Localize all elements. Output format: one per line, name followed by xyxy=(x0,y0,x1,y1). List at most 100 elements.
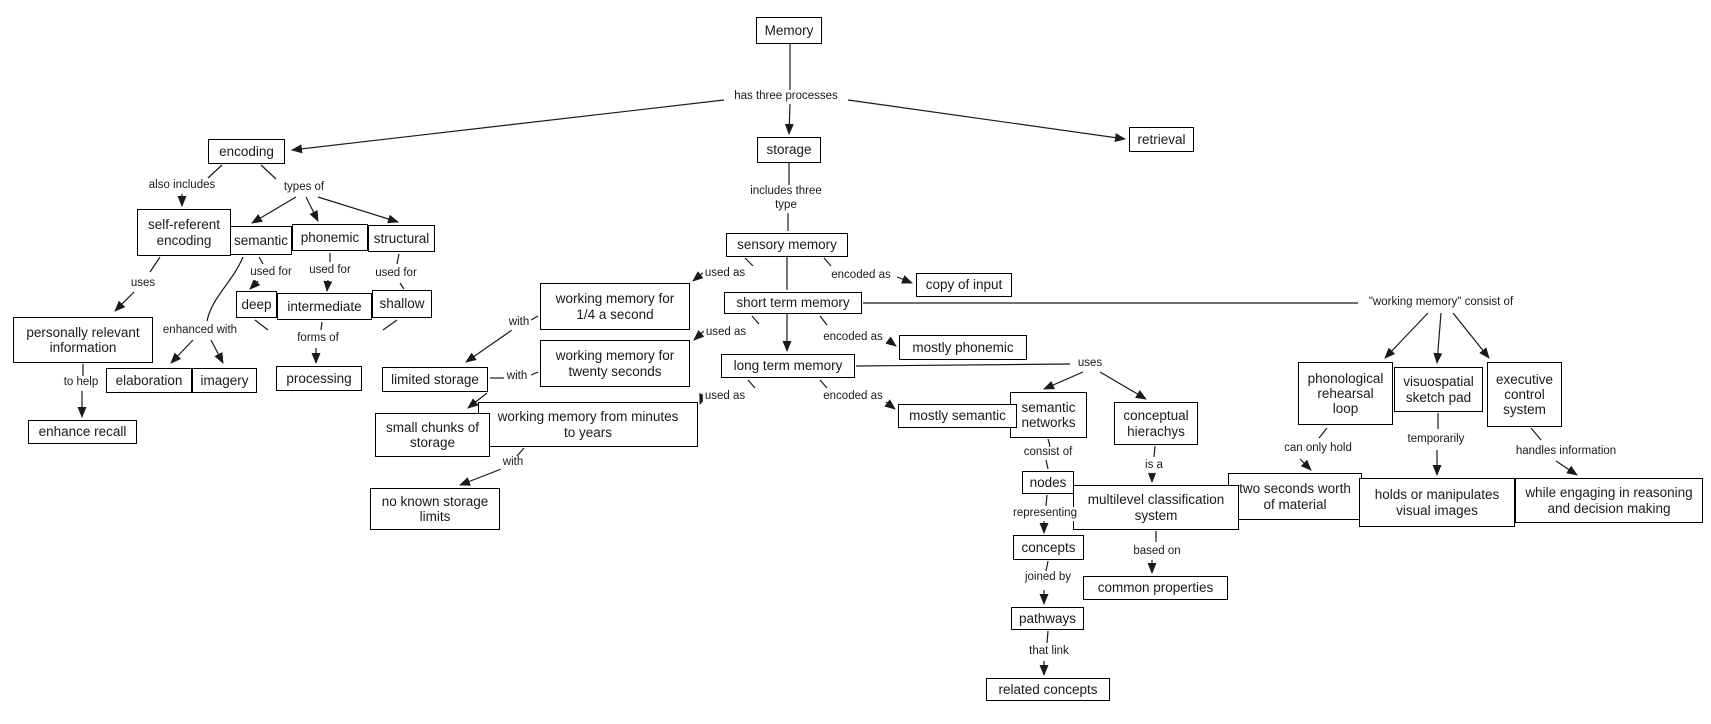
edge-encodedas2-to-phonemic xyxy=(885,336,897,347)
link-label-temporarily[interactable]: temporarily xyxy=(1405,433,1467,447)
link-label-consist-of[interactable]: consist of xyxy=(1021,446,1075,460)
edge-nodes-representing-tick xyxy=(1045,494,1048,507)
node-concepts[interactable]: concepts xyxy=(1013,535,1084,560)
link-label-used-as-2[interactable]: used as xyxy=(703,326,749,340)
edge-concepts-joinedby-tick xyxy=(1045,560,1049,572)
node-copy-of-input[interactable]: copy of input xyxy=(916,273,1012,297)
link-label-representing[interactable]: representing xyxy=(1011,507,1079,521)
link-label-enhanced-with[interactable]: enhanced with xyxy=(160,324,240,338)
edge-uses-to-personally xyxy=(114,291,135,312)
edge-short-encodedas-tick xyxy=(819,315,828,326)
edge-enhanced-to-imagery xyxy=(210,339,224,364)
node-mostly-semantic[interactable]: mostly semantic xyxy=(898,404,1017,428)
node-intermediate[interactable]: intermediate xyxy=(277,293,372,320)
node-working-memory-twenty-seconds[interactable]: working memory for twenty seconds xyxy=(540,340,690,387)
edge-with3-to-nolimits xyxy=(459,467,505,486)
link-label-includes-three-type[interactable]: includes three type xyxy=(748,185,824,213)
link-label-with-2[interactable]: with xyxy=(504,370,530,384)
link-label-used-for-3[interactable]: used for xyxy=(373,267,419,281)
node-elaboration[interactable]: elaboration xyxy=(106,368,192,393)
edge-types-to-phonemic xyxy=(305,196,319,222)
node-no-known-storage-limits[interactable]: no known storage limits xyxy=(370,488,500,530)
node-executive-control-system[interactable]: executive control system xyxy=(1487,362,1562,427)
edge-semantic-usedfor-tick xyxy=(258,256,264,265)
link-label-forms-of[interactable]: forms of xyxy=(295,332,341,346)
node-processing[interactable]: processing xyxy=(276,366,362,391)
link-label-with-3[interactable]: with xyxy=(500,456,526,470)
node-holds-or-manipulates[interactable]: holds or manipulates visual images xyxy=(1359,478,1515,527)
node-shallow[interactable]: shallow xyxy=(372,290,432,318)
link-label-with-1[interactable]: with xyxy=(506,316,532,330)
edge-deep-formsof-tick xyxy=(254,319,269,331)
node-two-seconds-worth[interactable]: two seconds worth of material xyxy=(1228,473,1362,520)
node-encoding[interactable]: encoding xyxy=(208,139,285,164)
edge-short-usedas-tick xyxy=(751,315,760,325)
node-common-properties[interactable]: common properties xyxy=(1083,576,1228,600)
edge-uses-to-networks xyxy=(1043,371,1084,390)
node-small-chunks-of-storage[interactable]: small chunks of storage xyxy=(375,413,490,457)
link-label-joined-by[interactable]: joined by xyxy=(1022,571,1074,585)
node-working-memory-minutes-years[interactable]: working memory from minutes to years xyxy=(478,402,698,447)
link-label-handles-information[interactable]: handles information xyxy=(1513,445,1619,459)
node-retrieval[interactable]: retrieval xyxy=(1129,127,1194,152)
node-deep[interactable]: deep xyxy=(236,291,277,318)
edge-handles-to-engaging xyxy=(1555,460,1578,476)
link-label-working-memory-consist-of[interactable]: "working memory" consist of xyxy=(1366,296,1516,310)
link-label-to-help[interactable]: to help xyxy=(61,376,101,390)
node-conceptual-hierachys[interactable]: conceptual hierachys xyxy=(1114,402,1198,445)
node-phonemic[interactable]: phonemic xyxy=(292,224,368,251)
node-working-memory-quarter-second[interactable]: working memory for 1/4 a second xyxy=(540,283,690,330)
node-limited-storage[interactable]: limited storage xyxy=(382,367,488,392)
node-short-term-memory[interactable]: short term memory xyxy=(724,292,862,314)
node-structural[interactable]: structural xyxy=(368,225,435,252)
edge-shallow-formsof-tick xyxy=(382,319,398,331)
link-label-used-as-3[interactable]: used as xyxy=(702,390,748,404)
link-label-can-only-hold[interactable]: can only hold xyxy=(1282,442,1354,456)
edge-with1-to-limited xyxy=(465,329,513,363)
node-nodes[interactable]: nodes xyxy=(1022,471,1074,494)
link-label-uses-left[interactable]: uses xyxy=(128,277,158,291)
link-label-encoded-as-1[interactable]: encoded as xyxy=(829,269,893,283)
node-semantic[interactable]: semantic xyxy=(230,226,292,255)
node-pathways[interactable]: pathways xyxy=(1011,607,1084,630)
node-memory[interactable]: Memory xyxy=(756,17,822,44)
link-label-also-includes[interactable]: also includes xyxy=(146,179,218,193)
link-label-has-three-processes[interactable]: has three processes xyxy=(732,90,840,104)
link-label-encoded-as-2[interactable]: encoded as xyxy=(821,331,885,345)
edge-selfreferent-uses-tick xyxy=(149,256,161,273)
node-long-term-memory[interactable]: long term memory xyxy=(721,354,855,378)
edge-processes-to-retrieval xyxy=(847,99,1126,143)
link-label-is-a[interactable]: is a xyxy=(1143,459,1165,473)
node-mostly-phonemic[interactable]: mostly phonemic xyxy=(899,335,1027,360)
node-imagery[interactable]: imagery xyxy=(192,368,257,393)
edge-usedfor1-to-deep xyxy=(249,278,261,290)
node-while-engaging[interactable]: while engaging in reasoning and decision… xyxy=(1515,478,1703,523)
node-related-concepts[interactable]: related concepts xyxy=(986,678,1110,701)
link-label-used-as-1[interactable]: used as xyxy=(702,267,748,281)
node-semantic-networks[interactable]: semantic networks xyxy=(1010,392,1087,438)
edge-long-usedas-tick xyxy=(747,379,756,389)
edge-wmconsist-to-visuospatial xyxy=(1433,312,1443,364)
edge-usedfor2-to-intermediate xyxy=(323,279,333,292)
edge-types-to-semantic xyxy=(251,196,297,224)
node-enhance-recall[interactable]: enhance recall xyxy=(28,420,137,444)
link-label-types-of[interactable]: types of xyxy=(281,181,327,195)
link-label-based-on[interactable]: based on xyxy=(1131,545,1183,559)
link-label-that-link[interactable]: that link xyxy=(1027,645,1071,659)
node-storage[interactable]: storage xyxy=(757,137,821,163)
node-sensory-memory[interactable]: sensory memory xyxy=(726,233,848,257)
edge-structural-usedfor-tick xyxy=(396,253,400,265)
node-personally-relevant-information[interactable]: personally relevant information xyxy=(13,317,153,363)
link-label-uses-right[interactable]: uses xyxy=(1075,357,1105,371)
node-multilevel-classification-system[interactable]: multilevel classification system xyxy=(1073,485,1239,530)
link-label-encoded-as-3[interactable]: encoded as xyxy=(821,390,885,404)
edge-hierachys-isa-tick xyxy=(1153,445,1156,458)
node-visuospatial-sketch-pad[interactable]: visuospatial sketch pad xyxy=(1394,367,1483,412)
link-label-used-for-1[interactable]: used for xyxy=(248,266,294,280)
link-label-used-for-2[interactable]: used for xyxy=(307,264,353,278)
edge-pathways-thatlink-tick xyxy=(1046,630,1049,644)
node-self-referent-encoding[interactable]: self-referent encoding xyxy=(137,209,231,256)
node-phonological-rehearsal-loop[interactable]: phonological rehearsal loop xyxy=(1298,362,1393,425)
edge-encoding-also-tick xyxy=(207,164,223,179)
